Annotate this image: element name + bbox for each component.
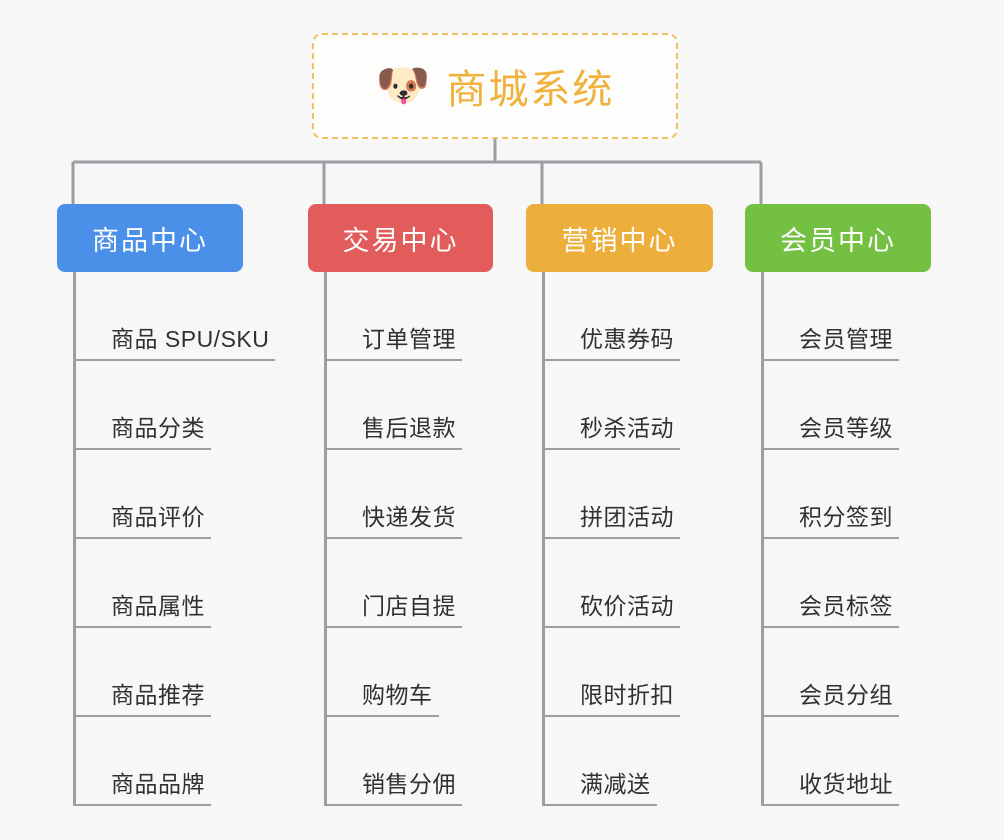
branch-item-list: 优惠券码秒杀活动拼团活动砍价活动限时折扣满减送 <box>542 272 680 806</box>
branch-item-label: 购物车 <box>362 682 433 708</box>
branch-item[interactable]: 秒杀活动 <box>542 361 680 450</box>
branch-item-label: 拼团活动 <box>580 504 674 530</box>
branch-item[interactable]: 售后退款 <box>324 361 462 450</box>
branch-item-underline <box>324 715 439 717</box>
branch-item[interactable]: 商品品牌 <box>73 717 275 806</box>
branch-item-label: 商品品牌 <box>111 771 205 797</box>
branch-item[interactable]: 门店自提 <box>324 539 462 628</box>
branch-item[interactable]: 收货地址 <box>761 717 899 806</box>
branch-item-underline <box>73 359 275 361</box>
branch-header-2[interactable]: 交易中心 <box>308 204 493 272</box>
branch-item[interactable]: 销售分佣 <box>324 717 462 806</box>
branch-item[interactable]: 满减送 <box>542 717 680 806</box>
branch-item-list: 订单管理售后退款快递发货门店自提购物车销售分佣 <box>324 272 462 806</box>
branch-item-label: 商品属性 <box>111 593 205 619</box>
shiba-dog-icon: 🐶 <box>375 61 431 110</box>
branch-item[interactable]: 商品推荐 <box>73 628 275 717</box>
branch-item-underline <box>542 537 680 539</box>
branch-item-underline <box>542 359 680 361</box>
branch-item-label: 商品推荐 <box>111 682 205 708</box>
branch-item[interactable]: 商品 SPU/SKU <box>73 272 275 361</box>
branch-item-label: 销售分佣 <box>362 771 456 797</box>
branch-item-underline <box>73 626 211 628</box>
branch-item[interactable]: 优惠券码 <box>542 272 680 361</box>
branch-item-label: 优惠券码 <box>580 326 674 352</box>
branch-item-list: 商品 SPU/SKU 商品分类商品评价商品属性商品推荐商品品牌 <box>73 272 275 806</box>
branch-item-label: 商品 SPU/SKU <box>111 326 270 352</box>
branch-item-underline <box>761 359 899 361</box>
branch-item[interactable]: 快递发货 <box>324 450 462 539</box>
branch-item-underline <box>73 804 211 806</box>
branch-item-label: 商品评价 <box>111 504 205 530</box>
branch-item-label: 满减送 <box>580 771 651 797</box>
branch-item-underline <box>542 804 657 806</box>
branch-item-list: 会员管理会员等级积分签到会员标签会员分组收货地址 <box>761 272 899 806</box>
branch-item-label: 售后退款 <box>362 415 456 441</box>
branch-item-label: 门店自提 <box>362 593 456 619</box>
branch-item[interactable]: 订单管理 <box>324 272 462 361</box>
branch-item-label: 限时折扣 <box>580 682 674 708</box>
branch-item-underline <box>73 537 211 539</box>
branch-spine <box>761 272 764 806</box>
branch-item-underline <box>761 537 899 539</box>
branch-item-underline <box>324 804 462 806</box>
branch-item-underline <box>73 715 211 717</box>
branch-item-underline <box>761 804 899 806</box>
branch-item-underline <box>542 448 680 450</box>
branch-item-label: 会员管理 <box>799 326 893 352</box>
branch-item-label: 收货地址 <box>799 771 893 797</box>
branch-item-underline <box>542 715 680 717</box>
branch-item-label: 会员等级 <box>799 415 893 441</box>
branch-item-label: 快递发货 <box>362 504 456 530</box>
branch-item[interactable]: 商品评价 <box>73 450 275 539</box>
branch-spine <box>73 272 76 806</box>
branch-item-underline <box>324 537 462 539</box>
branch-item-underline <box>542 626 680 628</box>
root-node[interactable]: 🐶 商城系统 <box>312 33 678 139</box>
branch-item-label: 订单管理 <box>362 326 456 352</box>
branch-item[interactable]: 会员分组 <box>761 628 899 717</box>
branch-item-label: 会员分组 <box>799 682 893 708</box>
branch-item[interactable]: 商品分类 <box>73 361 275 450</box>
branch-item-label: 砍价活动 <box>580 593 674 619</box>
branch-item-label: 会员标签 <box>799 593 893 619</box>
branch-item[interactable]: 拼团活动 <box>542 450 680 539</box>
branch-item-underline <box>324 448 462 450</box>
branch-item-label: 积分签到 <box>799 504 893 530</box>
branch-item-label: 秒杀活动 <box>580 415 674 441</box>
branch-item[interactable]: 积分签到 <box>761 450 899 539</box>
root-title: 商城系统 <box>446 68 615 112</box>
branch-item[interactable]: 商品属性 <box>73 539 275 628</box>
branch-item[interactable]: 限时折扣 <box>542 628 680 717</box>
branch-header-1[interactable]: 商品中心 <box>57 204 243 272</box>
branch-item-underline <box>324 626 462 628</box>
branch-header-3[interactable]: 营销中心 <box>526 204 713 272</box>
branch-item-underline <box>761 626 899 628</box>
branch-item[interactable]: 砍价活动 <box>542 539 680 628</box>
branch-item-label: 商品分类 <box>111 415 205 441</box>
branch-item[interactable]: 会员管理 <box>761 272 899 361</box>
branch-spine <box>542 272 545 806</box>
branch-item-underline <box>761 715 899 717</box>
branch-item[interactable]: 会员等级 <box>761 361 899 450</box>
branch-item-underline <box>324 359 462 361</box>
branch-item[interactable]: 购物车 <box>324 628 462 717</box>
branch-item-underline <box>73 448 211 450</box>
branch-item[interactable]: 会员标签 <box>761 539 899 628</box>
branch-header-4[interactable]: 会员中心 <box>745 204 931 272</box>
branch-item-underline <box>761 448 899 450</box>
branch-spine <box>324 272 327 806</box>
